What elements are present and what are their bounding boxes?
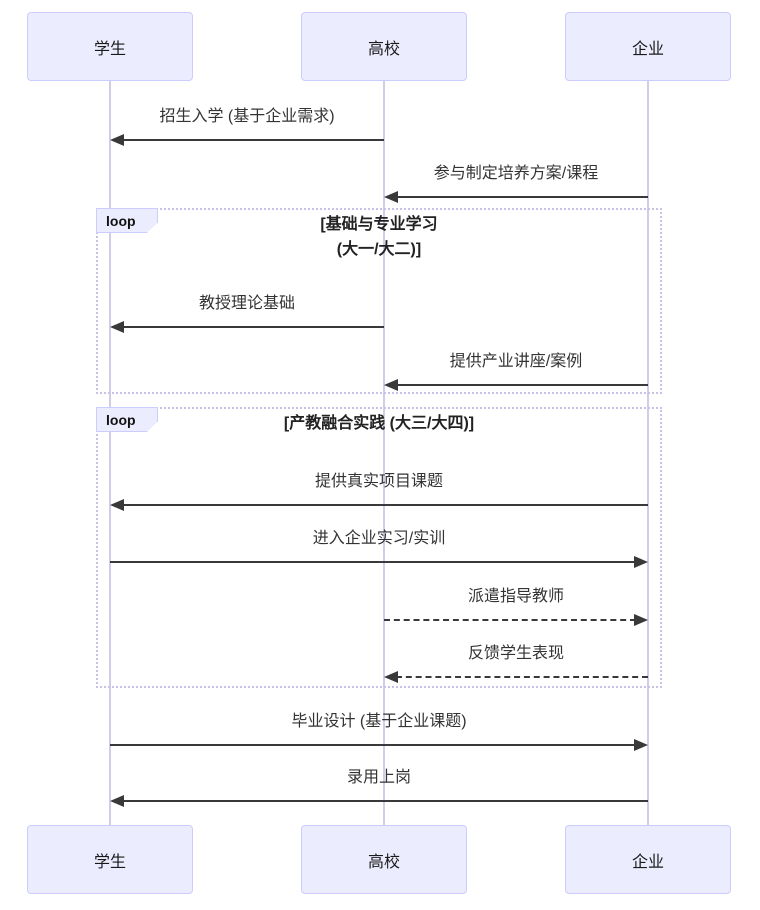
message-line-dashed	[384, 619, 636, 621]
actor-label: 学生	[93, 853, 126, 871]
arrowhead-left-icon	[110, 134, 124, 146]
actor-label: 企业	[631, 853, 664, 871]
loop-title-line2: (大一/大二)]	[336, 241, 422, 258]
lifeline-student	[109, 81, 111, 825]
arrowhead-right-icon	[634, 739, 648, 751]
actor-label: 学生	[93, 40, 126, 58]
loop-frame-1	[96, 208, 662, 394]
actor-enterprise-top: 企业	[565, 12, 731, 81]
message-line	[122, 800, 648, 802]
arrowhead-left-icon	[110, 321, 124, 333]
message-label: 提供产业讲座/案例	[449, 353, 583, 370]
loop-label-2: loop	[96, 407, 158, 432]
message-line	[110, 561, 636, 563]
message-line	[122, 504, 648, 506]
message-label: 参与制定培养方案/课程	[433, 165, 599, 182]
arrowhead-right-icon	[634, 614, 648, 626]
message-label: 提供真实项目课题	[314, 473, 443, 490]
arrowhead-left-icon	[384, 191, 398, 203]
message-line	[122, 139, 384, 141]
loop-title-line1: [产教融合实践 (大三/大四)]	[283, 415, 475, 432]
arrowhead-left-icon	[384, 671, 398, 683]
arrowhead-left-icon	[384, 379, 398, 391]
actor-student-top: 学生	[27, 12, 193, 81]
message-line	[122, 326, 384, 328]
arrowhead-left-icon	[110, 795, 124, 807]
arrowhead-right-icon	[634, 556, 648, 568]
message-line	[110, 744, 636, 746]
loop-title-2: [产教融合实践 (大三/大四)]	[159, 411, 599, 436]
loop-label-1: loop	[96, 208, 158, 233]
message-label: 教授理论基础	[198, 295, 295, 312]
message-label: 反馈学生表现	[467, 645, 564, 662]
lifeline-university	[383, 81, 385, 825]
message-label: 毕业设计 (基于企业课题)	[291, 713, 467, 730]
lifeline-enterprise	[647, 81, 649, 825]
actor-label: 企业	[631, 40, 664, 58]
message-line	[396, 384, 648, 386]
actor-label: 高校	[367, 853, 400, 871]
loop-label-text: loop	[106, 411, 136, 428]
message-label: 录用上岗	[346, 769, 411, 786]
message-label: 招生入学 (基于企业需求)	[159, 108, 335, 125]
loop-label-text: loop	[106, 212, 136, 229]
message-label: 进入企业实习/实训	[312, 530, 446, 547]
actor-enterprise-bottom: 企业	[565, 825, 731, 894]
actor-student-bottom: 学生	[27, 825, 193, 894]
message-line	[396, 196, 648, 198]
actor-label: 高校	[367, 40, 400, 58]
message-label: 派遣指导教师	[467, 588, 564, 605]
message-line-dashed	[396, 676, 648, 678]
actor-university-top: 高校	[301, 12, 467, 81]
loop-frame-2	[96, 407, 662, 688]
loop-title-1: [基础与专业学习 (大一/大二)]	[159, 212, 599, 262]
actor-university-bottom: 高校	[301, 825, 467, 894]
loop-title-line1: [基础与专业学习	[320, 216, 438, 233]
arrowhead-left-icon	[110, 499, 124, 511]
